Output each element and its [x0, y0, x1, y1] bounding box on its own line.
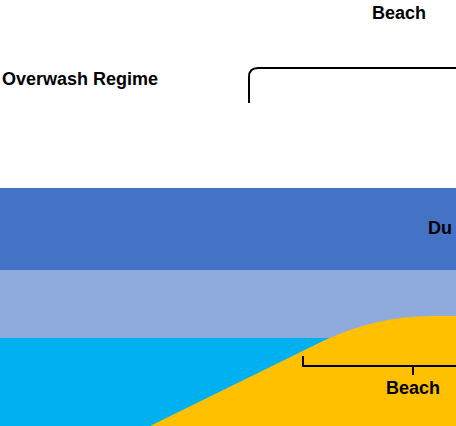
top-bracket	[249, 68, 456, 103]
sand-profile	[150, 316, 456, 426]
dune-band: Du	[0, 188, 456, 270]
beach-label: Beach	[386, 378, 440, 400]
zone-heading: Beach	[372, 3, 426, 25]
beach-bracket	[303, 356, 456, 375]
band-label: Du	[428, 218, 452, 240]
regime-heading: Overwash Regime	[2, 69, 158, 91]
